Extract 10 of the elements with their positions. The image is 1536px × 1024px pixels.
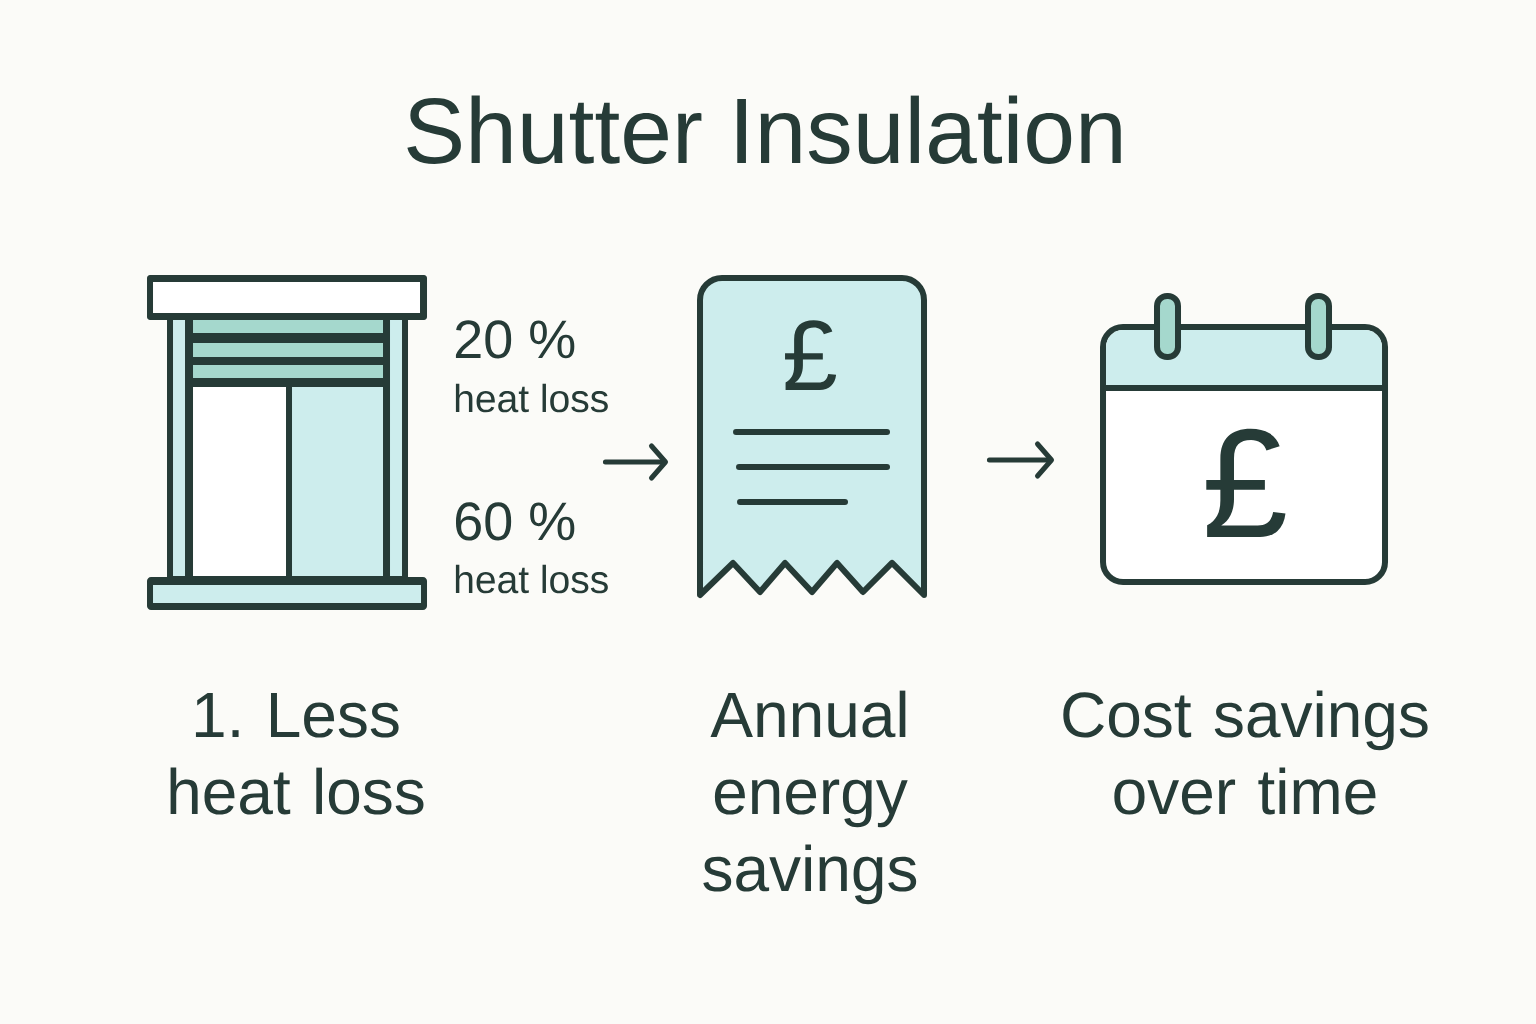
step-caption: 1. Less heat loss <box>170 692 424 815</box>
title: Shutter Insulation <box>407 95 1121 164</box>
percent-label: 20 % <box>455 320 575 359</box>
step-caption: Cost savings over time <box>1063 690 1428 815</box>
step-caption: Annual energy savings <box>703 690 917 905</box>
pound-sign: £ <box>1206 428 1286 537</box>
heat-loss-label: heat loss <box>455 383 608 413</box>
pound-sign: £ <box>785 320 837 390</box>
percent-label: 60 % <box>455 502 575 541</box>
heat-loss-label: heat loss <box>455 564 608 594</box>
